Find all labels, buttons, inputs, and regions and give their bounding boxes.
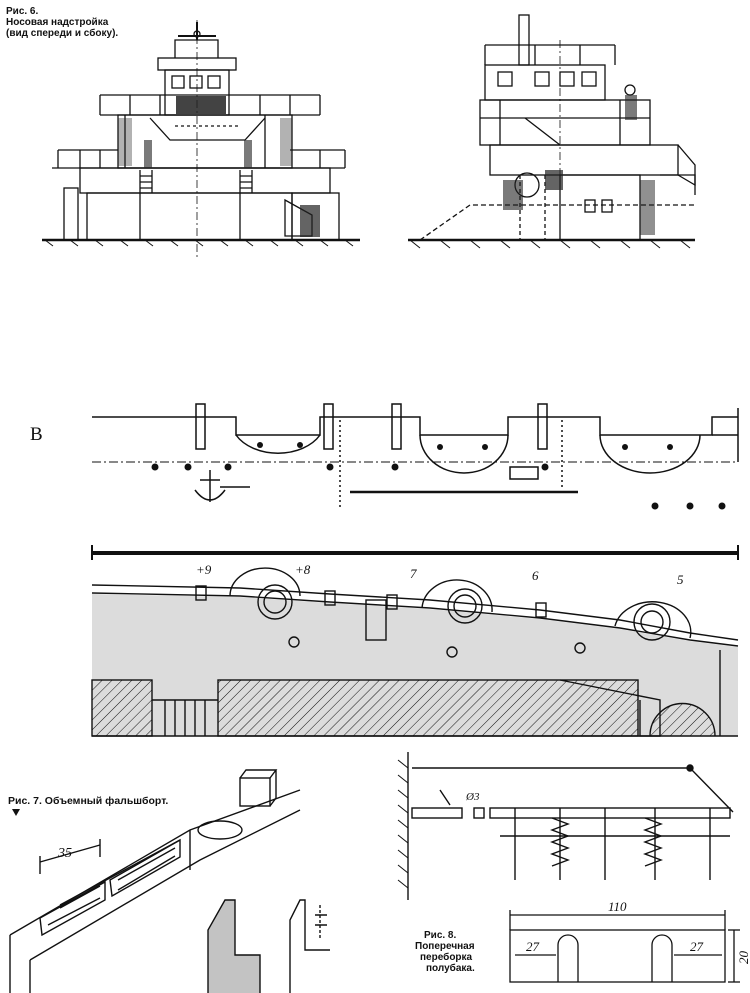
fig8-line-3: переборка — [420, 952, 473, 963]
frame-number-label: +8 — [295, 562, 311, 577]
fig6-caption: Рис. 6. Носовая надстройка (вид спереди … — [6, 6, 118, 39]
fig8-dimension-left: 27 — [526, 939, 540, 954]
section-letter: В — [30, 424, 43, 445]
fig8-dimension-height: 20 — [736, 951, 750, 965]
fig8-dimension-width: 110 — [608, 899, 627, 914]
frame-number-label: 7 — [410, 566, 417, 581]
fig6-subtitle-2: (вид спереди и сбоку). — [6, 28, 119, 39]
fig8-title: Рис. 8. — [424, 930, 457, 941]
fig8-line-2: Поперечная — [415, 941, 475, 952]
fig7-dimension-35: 35 — [57, 846, 72, 861]
fig6-subtitle: Носовая надстройка — [6, 17, 109, 28]
fig7-caption: Рис. 7. Объемный фальшборт. — [8, 795, 169, 807]
fig8-line-4: полубака. — [426, 963, 475, 974]
fig6-title: Рис. 6. — [6, 6, 39, 17]
fig8-dimension-right: 27 — [690, 939, 704, 954]
frame-number-labels: +9 +8 7 6 5 — [196, 562, 684, 587]
frame-number-label: 6 — [532, 568, 539, 583]
caption-marker-icon — [12, 809, 20, 816]
frame-number-label: +9 — [196, 562, 212, 577]
fig8-caption: Рис. 8. Поперечная переборка полубака. — [410, 930, 475, 974]
frame-number-label: 5 — [677, 572, 684, 587]
rail-diameter-label: Ø3 — [465, 791, 480, 803]
